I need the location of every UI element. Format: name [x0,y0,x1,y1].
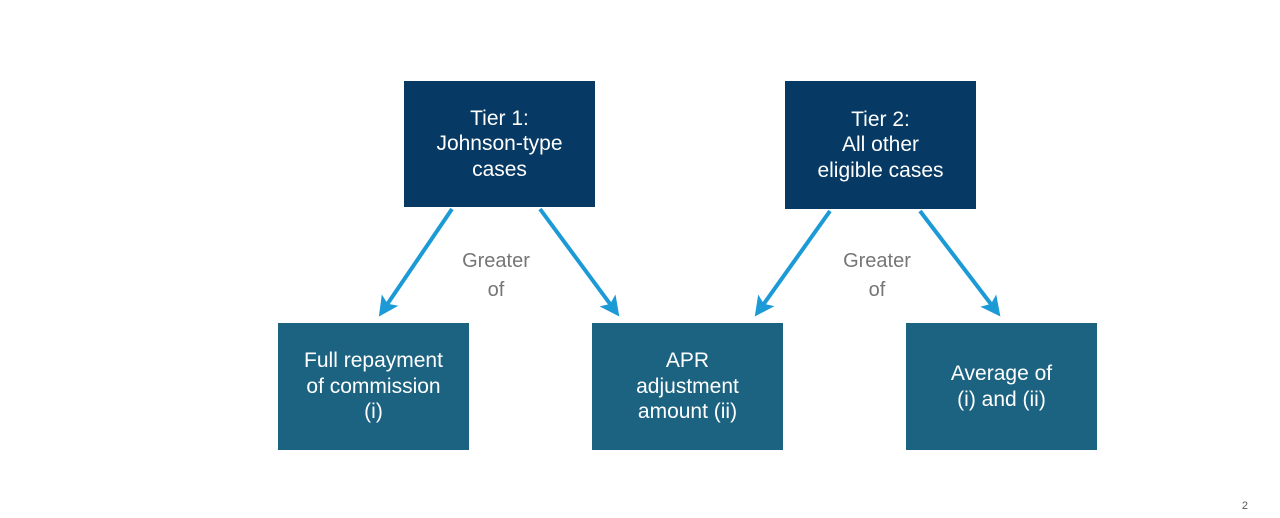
page-number: 2 [1241,500,1248,512]
outcome-box-apr-adjustment[interactable]: APR adjustment amount (ii) [592,323,783,450]
tier-box-tier2[interactable]: Tier 2: All other eligible cases [785,81,976,209]
outcome-box-apr-adjustment-label: APR adjustment amount (ii) [636,349,739,424]
outcome-box-full-repayment[interactable]: Full repayment of commission (i) [278,323,469,450]
outcome-box-average-label: Average of (i) and (ii) [950,361,1053,411]
outcome-box-full-repayment-label: Full repayment of commission (i) [304,349,443,424]
outcome-box-average[interactable]: Average of (i) and (ii) [906,323,1097,450]
edge-label-tier1-greater-of: Greater of [462,250,530,301]
tier-box-tier1[interactable]: Tier 1: Johnson-type cases [404,81,595,207]
edge-label-tier2-greater-of: Greater of [843,250,911,301]
tier-box-tier2-label: Tier 2: All other eligible cases [817,107,944,182]
tier-box-tier1-label: Tier 1: Johnson-type cases [436,106,563,181]
